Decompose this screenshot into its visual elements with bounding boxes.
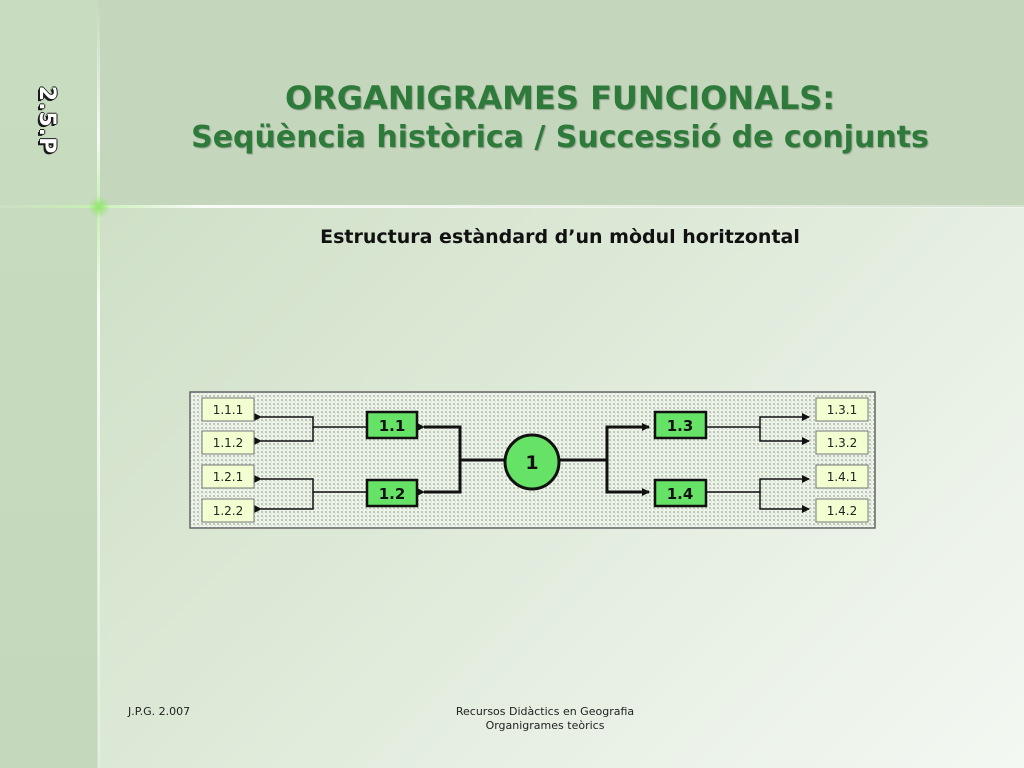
leaf-node-1-3-2-label: 1.3.2 bbox=[827, 436, 858, 450]
mid-node-1-2 bbox=[365, 478, 419, 508]
mid-node-1-2-label: 1.2 bbox=[379, 485, 406, 503]
footer-source-line-1: Recursos Didàctics en Geografia bbox=[455, 705, 635, 718]
diagram-subtitle: Estructura estàndard d’un mòdul horitzon… bbox=[320, 226, 800, 248]
leaf-node-1-1-2 bbox=[201, 430, 255, 455]
leaf-connectors bbox=[254, 413, 810, 513]
org-chart-diagram: 1 1.1 1.2 1.3 1.4 1.1.1 1.1.2 1.2.1 1.2.… bbox=[189, 391, 876, 529]
mid-node-1-4-label: 1.4 bbox=[667, 485, 694, 503]
leaf-node-1-2-1-label: 1.2.1 bbox=[213, 470, 244, 484]
title-line-2: Seqüència històrica / Successió de conju… bbox=[191, 120, 929, 155]
root-node bbox=[503, 433, 561, 491]
root-connectors bbox=[417, 423, 650, 496]
title-line-1: ORGANIGRAMES FUNCIONALS: bbox=[284, 79, 836, 117]
mid-node-1-3 bbox=[653, 410, 708, 440]
mid-node-1-1 bbox=[365, 410, 419, 440]
footer-source-line-2: Organigrames teòrics bbox=[485, 719, 605, 732]
leaf-node-1-1-2-label: 1.1.2 bbox=[213, 436, 244, 450]
leaf-node-1-3-2 bbox=[815, 430, 869, 455]
leaf-node-1-4-2 bbox=[815, 498, 869, 523]
slide-tag: 2.5.P bbox=[34, 85, 59, 155]
left-band bbox=[0, 0, 98, 768]
slide-title: ORGANIGRAMES FUNCIONALS: Seqüència histò… bbox=[110, 78, 1010, 158]
header-band bbox=[0, 0, 1024, 207]
diagram-panel bbox=[189, 391, 876, 529]
root-node-label: 1 bbox=[525, 452, 538, 474]
footer-author: J.P.G. 2.007 bbox=[128, 705, 191, 718]
leaf-node-1-1-1 bbox=[201, 397, 255, 422]
leaf-node-1-3-1-label: 1.3.1 bbox=[827, 403, 858, 417]
leaf-node-1-2-2 bbox=[201, 498, 255, 523]
vertical-accent-line bbox=[97, 0, 100, 768]
mid-node-1-1-label: 1.1 bbox=[379, 417, 406, 435]
leaf-node-1-3-1 bbox=[815, 397, 869, 422]
leaf-node-1-4-2-label: 1.4.2 bbox=[827, 504, 858, 518]
footer-source: Recursos Didàctics en Geografia Organigr… bbox=[440, 705, 650, 733]
leaf-node-1-4-1 bbox=[815, 464, 869, 489]
leaf-node-1-2-2-label: 1.2.2 bbox=[213, 504, 244, 518]
leaf-node-1-2-1 bbox=[201, 464, 255, 489]
leaf-node-1-1-1-label: 1.1.1 bbox=[213, 403, 244, 417]
mid-node-1-4 bbox=[653, 478, 708, 508]
sparkle-accent bbox=[88, 196, 110, 218]
horizontal-accent-line bbox=[0, 205, 1024, 208]
mid-node-1-3-label: 1.3 bbox=[667, 417, 694, 435]
leaf-node-1-4-1-label: 1.4.1 bbox=[827, 470, 858, 484]
